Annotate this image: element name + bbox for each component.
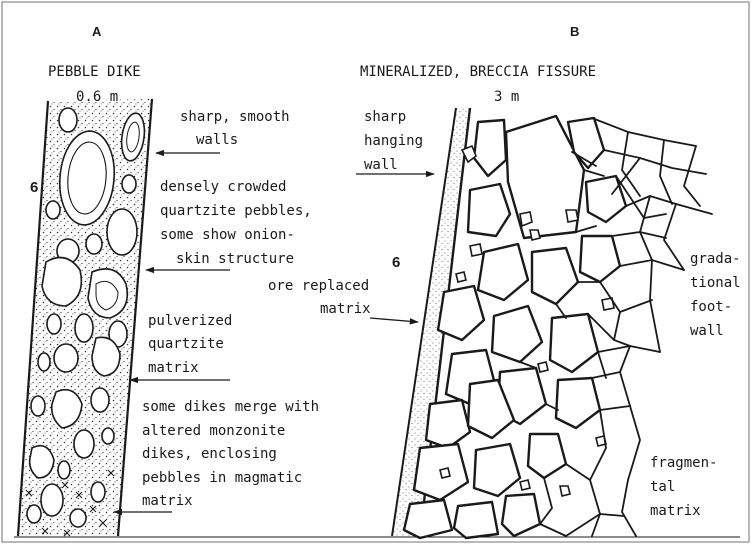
svg-text:pebbles in magmatic: pebbles in magmatic: [142, 470, 302, 486]
svg-text:matrix: matrix: [320, 301, 371, 317]
panel-b-letter: B: [570, 24, 579, 39]
svg-text:sharp, smooth: sharp, smooth: [180, 109, 290, 125]
svg-text:wall: wall: [364, 157, 398, 173]
svg-text:pulverized: pulverized: [148, 313, 232, 329]
svg-text:tal: tal: [650, 479, 675, 495]
panel-b-unit-number: 6: [392, 254, 400, 271]
svg-text:altered monzonite: altered monzonite: [142, 423, 285, 439]
svg-text:quartzite pebbles,: quartzite pebbles,: [160, 203, 312, 219]
svg-text:quartzite: quartzite: [148, 336, 224, 352]
svg-text:some dikes merge with: some dikes merge with: [142, 399, 319, 415]
svg-text:matrix: matrix: [148, 360, 199, 376]
panel-a-title: PEBBLE DIKE: [48, 64, 141, 80]
svg-text:ore replaced: ore replaced: [268, 278, 369, 294]
panel-a-letter: A: [92, 24, 102, 39]
panel-b-title: MINERALIZED, BRECCIA FISSURE: [360, 64, 596, 80]
panel-b-width: 3 m: [494, 89, 519, 105]
svg-text:matrix: matrix: [650, 503, 701, 519]
svg-text:grada-: grada-: [690, 251, 741, 267]
svg-text:wall: wall: [690, 323, 724, 339]
svg-text:hanging: hanging: [364, 133, 423, 149]
svg-text:some show onion-: some show onion-: [160, 227, 295, 243]
svg-text:fragmen-: fragmen-: [650, 455, 717, 471]
svg-text:walls: walls: [196, 132, 238, 148]
panel-a-unit-number: 6: [30, 179, 38, 196]
svg-text:tional: tional: [690, 275, 741, 291]
svg-text:matrix: matrix: [142, 493, 193, 509]
svg-text:dikes, enclosing: dikes, enclosing: [142, 446, 277, 462]
svg-text:foot-: foot-: [690, 299, 732, 315]
svg-text:skin structure: skin structure: [176, 251, 294, 267]
svg-text:densely crowded: densely crowded: [160, 179, 286, 195]
svg-text:sharp: sharp: [364, 109, 406, 125]
